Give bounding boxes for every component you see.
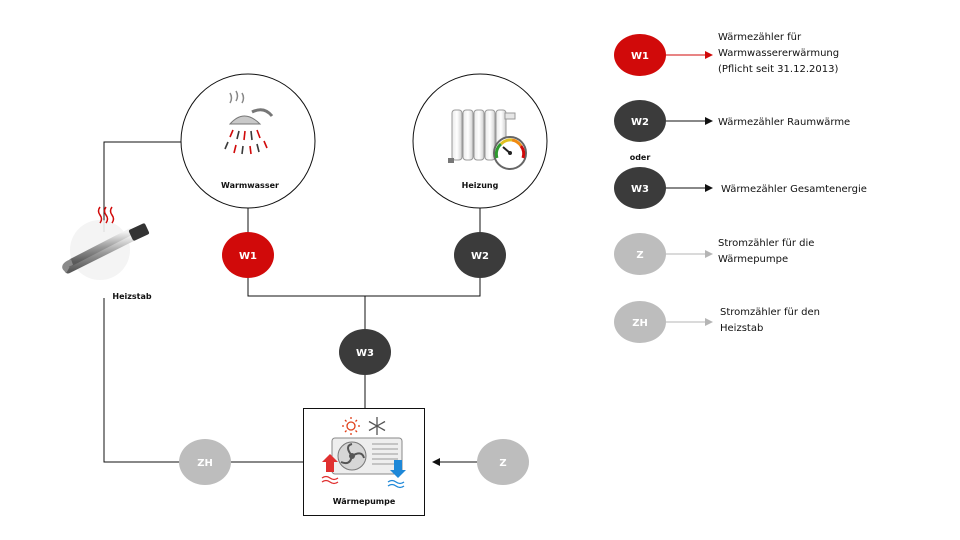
heat-up-arrow-icon [321,454,339,485]
legend-w3-line1: Wärmezähler Gesamtenergie [721,184,867,195]
legend-w2-line1: Wärmezähler Raumwärme [718,117,850,128]
waermepumpe-label: Wärmepumpe [333,497,396,506]
legend-item-w2: W2 Wärmezähler Raumwärme [614,100,850,142]
meter-zh-label: ZH [197,458,213,469]
legend-z-badge: Z [636,250,643,261]
heizung-label: Heizung [462,181,499,190]
connection-lines [103,141,481,466]
warmwasser-node: Warmwasser [180,73,316,209]
sun-icon [342,417,360,435]
meter-z: Z [477,439,529,485]
legend-w3-badge: W3 [631,184,649,195]
warmwasser-label: Warmwasser [221,181,279,190]
legend-w1-line1: Wärmezähler für [718,32,802,43]
gauge-icon [493,136,527,170]
heizstab-label: Heizstab [112,292,152,301]
heating-rod-icon [62,206,150,274]
legend-w1-line3: (Pflicht seit 31.12.2013) [718,64,838,75]
legend-zh-line1: Stromzähler für den [720,307,820,318]
line-w1-w2-bus [247,278,481,297]
legend-zh-line2: Heizstab [720,323,763,334]
meter-w1: W1 [222,232,274,278]
meter-zh: ZH [179,439,231,485]
waermepumpe-node: Wärmepumpe [303,408,425,516]
legend-oder-label: oder [630,153,651,162]
legend-w2-badge: W2 [631,117,649,128]
legend-zh-badge: ZH [632,318,648,329]
legend-item-w1: W1 Wärmezähler für Warmwassererwärmung (… [614,32,839,76]
cool-down-arrow-icon [387,460,406,489]
snowflake-icon [368,417,386,435]
meter-w3-label: W3 [356,348,374,359]
shower-icon [224,90,274,155]
meter-w1-label: W1 [239,251,257,262]
legend-z-line1: Stromzähler für die [718,238,814,249]
legend-item-w3: W3 Wärmezähler Gesamtenergie [614,167,867,209]
line-warmwasser-heizstab [103,141,182,232]
line-heizstab-zh [103,298,180,463]
legend-z-line2: Wärmepumpe [718,254,788,265]
legend-item-z: Z Stromzähler für die Wärmepumpe [614,233,814,275]
heizung-node: Heizung [412,73,548,209]
meter-w2-label: W2 [471,251,489,262]
heat-pump-unit-icon [331,437,403,475]
meter-w2: W2 [454,232,506,278]
legend: W1 Wärmezähler für Warmwassererwärmung (… [614,32,867,343]
legend-item-zh: ZH Stromzähler für den Heizstab [614,301,820,343]
legend-w1-line2: Warmwassererwärmung [718,48,839,59]
heizstab-node: Heizstab [62,206,152,301]
meter-w3: W3 [339,329,391,375]
meter-z-label: Z [499,458,506,469]
legend-w1-badge: W1 [631,51,649,62]
